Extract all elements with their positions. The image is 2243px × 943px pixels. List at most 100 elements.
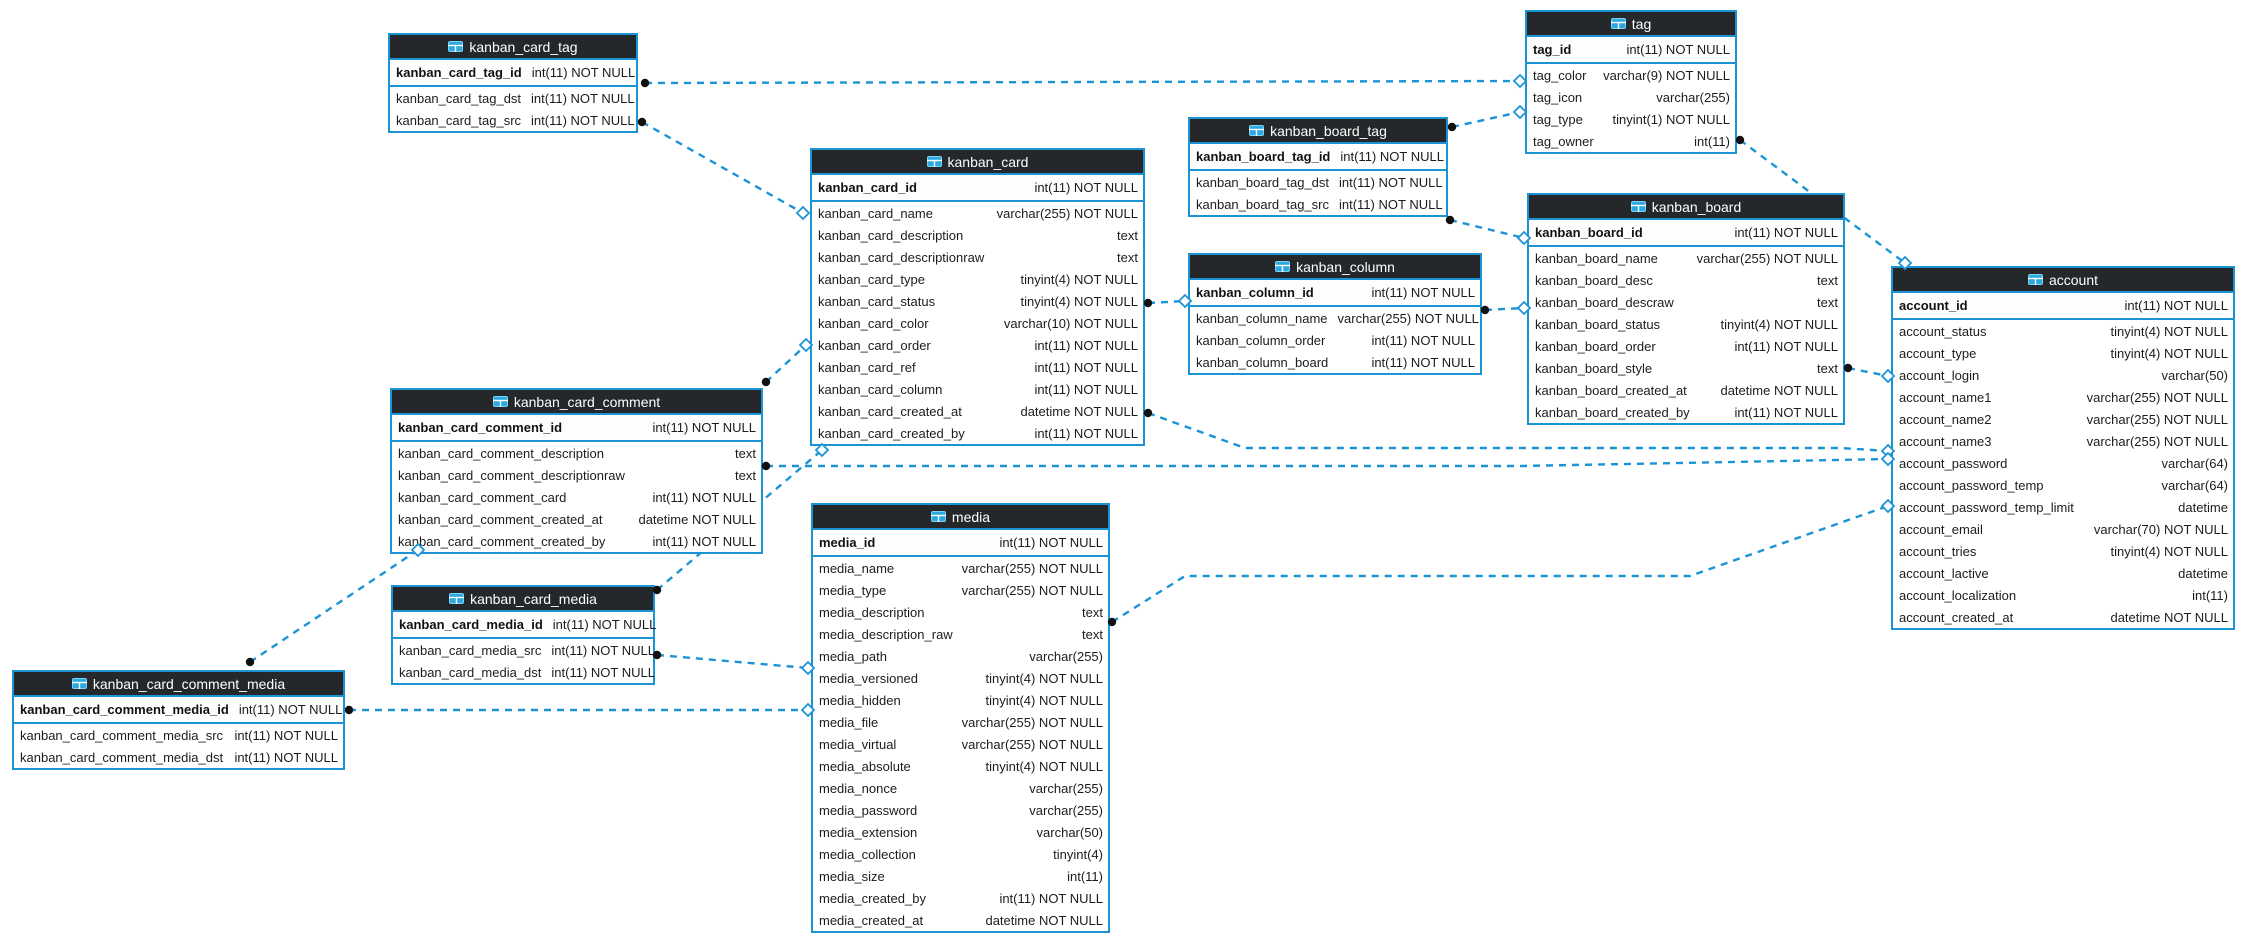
- table-header-kanban_card_media[interactable]: kanban_card_media: [393, 587, 653, 612]
- table-header-kanban_card[interactable]: kanban_card: [812, 150, 1143, 175]
- table-header-account[interactable]: account: [1893, 268, 2233, 293]
- table-header-kanban_card_comment_media[interactable]: kanban_card_comment_media: [14, 672, 343, 697]
- table-header-kanban_column[interactable]: kanban_column: [1190, 255, 1480, 280]
- table-header-kanban_board[interactable]: kanban_board: [1529, 195, 1843, 220]
- table-header-kanban_card_tag[interactable]: kanban_card_tag: [390, 35, 636, 60]
- table-header-media[interactable]: media: [813, 505, 1108, 530]
- table-header-kanban_board_tag[interactable]: kanban_board_tag: [1190, 119, 1446, 144]
- table-header-kanban_card_comment[interactable]: kanban_card_comment: [392, 390, 761, 415]
- table-header-tag[interactable]: tag: [1527, 12, 1735, 37]
